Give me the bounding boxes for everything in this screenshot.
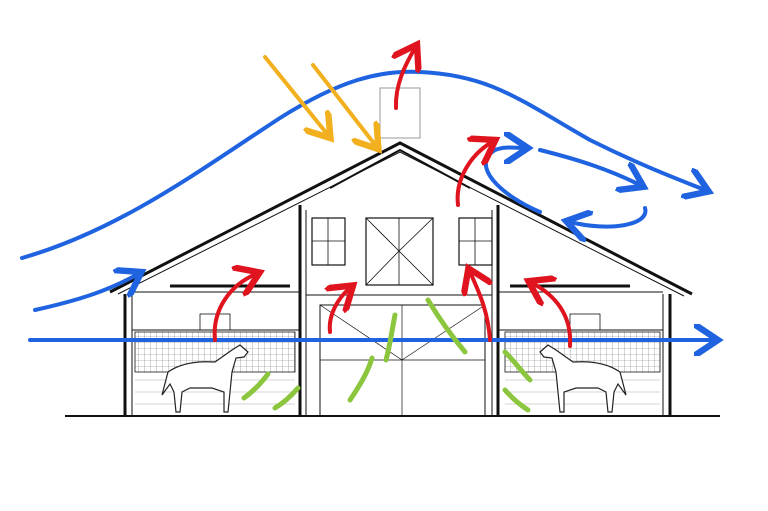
horse-right — [539, 344, 627, 413]
barn-structure — [65, 87, 720, 417]
window-right — [458, 217, 493, 266]
warm-air-arrows — [212, 48, 573, 348]
hay-door — [365, 217, 434, 286]
window-left — [311, 217, 346, 266]
cupola — [379, 87, 421, 139]
fresh-air-arrows — [241, 297, 533, 413]
main-doors — [319, 304, 486, 417]
sun-arrows — [263, 55, 376, 146]
horse-left — [161, 344, 249, 413]
